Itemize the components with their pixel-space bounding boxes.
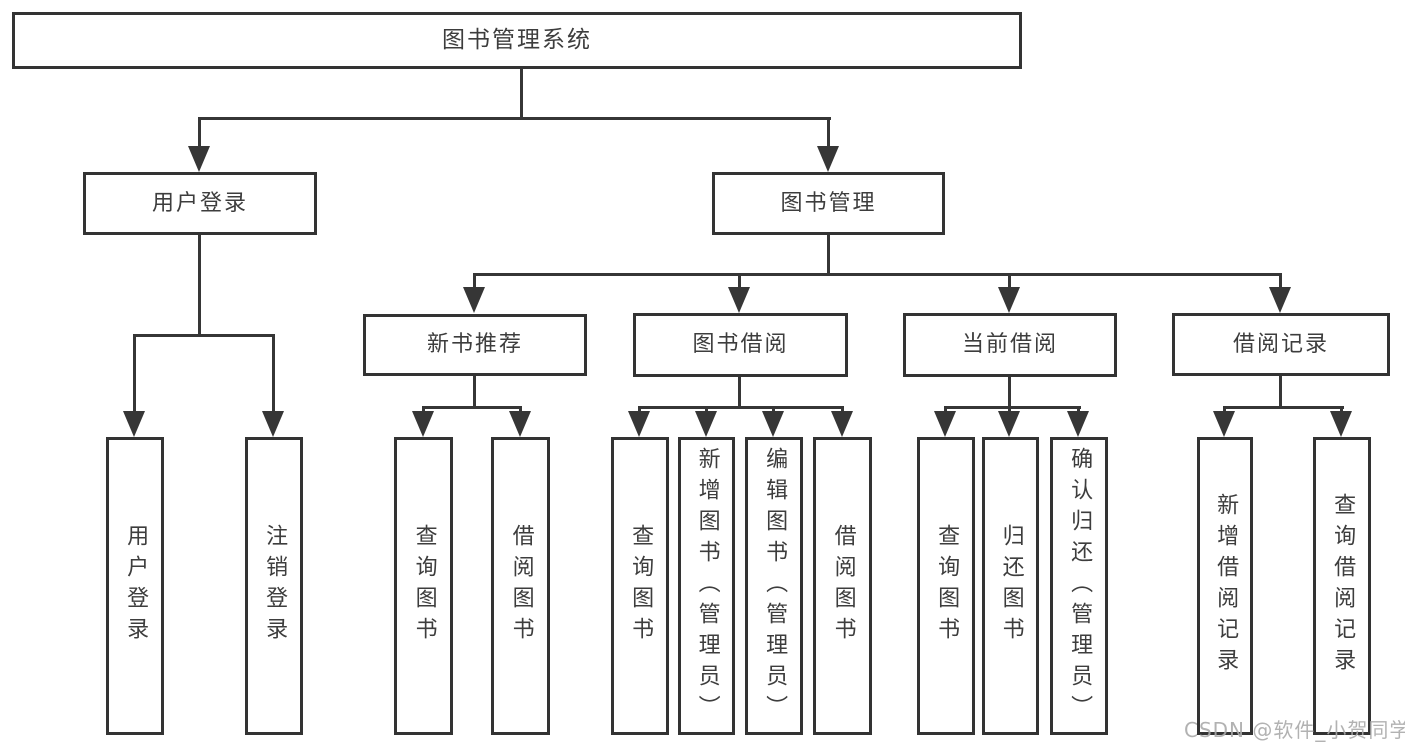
arrow-down-icon bbox=[463, 287, 485, 313]
node-new-book-recommend: 新书推荐 bbox=[363, 314, 587, 376]
connector-line bbox=[1279, 273, 1282, 291]
arrow-down-icon bbox=[188, 146, 210, 172]
node-label: 图书管理系统 bbox=[442, 27, 592, 53]
node-user-login: 用户登录 bbox=[83, 172, 317, 235]
leaf-query-borrow-record: 查询借阅记录 bbox=[1313, 437, 1371, 735]
connector-line bbox=[944, 406, 947, 414]
node-label: 当前借阅 bbox=[961, 332, 1058, 357]
connector-line bbox=[1008, 377, 1011, 409]
node-label: 查询图书 bbox=[934, 524, 960, 648]
leaf-edit-book-admin: 编辑图书（管理员） bbox=[745, 437, 803, 735]
arrow-down-icon bbox=[762, 411, 784, 437]
connector-line bbox=[473, 376, 476, 409]
arrow-down-icon bbox=[1067, 411, 1089, 437]
connector-line bbox=[1340, 406, 1343, 414]
connector-line bbox=[772, 406, 775, 414]
leaf-logout: 注销登录 bbox=[245, 437, 303, 735]
connector-line bbox=[827, 117, 830, 149]
arrow-down-icon bbox=[695, 411, 717, 437]
connector-line bbox=[198, 117, 201, 149]
leaf-borrow-book: 借阅图书 bbox=[813, 437, 872, 735]
connector-line bbox=[473, 273, 1282, 276]
connector-line bbox=[1223, 406, 1226, 414]
leaf-confirm-return-admin: 确认归还（管理员） bbox=[1050, 437, 1108, 735]
connector-line bbox=[520, 68, 523, 120]
connector-line bbox=[841, 406, 844, 414]
arrow-down-icon bbox=[998, 411, 1020, 437]
connector-line bbox=[198, 235, 201, 337]
connector-line bbox=[1077, 406, 1080, 414]
connector-line bbox=[198, 117, 831, 120]
arrow-down-icon bbox=[728, 287, 750, 313]
node-label: 归还图书 bbox=[998, 524, 1024, 648]
connector-line bbox=[738, 273, 741, 291]
node-label: 借阅记录 bbox=[1232, 331, 1329, 357]
node-book-management: 图书管理 bbox=[712, 172, 945, 235]
leaf-add-borrow-record: 新增借阅记录 bbox=[1197, 437, 1253, 735]
node-label: 借阅图书 bbox=[830, 524, 856, 648]
leaf-borrow-book-recommend: 借阅图书 bbox=[491, 437, 550, 735]
connector-line bbox=[944, 406, 1081, 409]
node-borrow-records: 借阅记录 bbox=[1172, 313, 1390, 376]
arrow-down-icon bbox=[1330, 411, 1352, 437]
connector-line bbox=[738, 377, 741, 409]
node-label: 新增借阅记录 bbox=[1213, 493, 1239, 679]
node-current-borrow: 当前借阅 bbox=[903, 313, 1117, 377]
node-label: 查询借阅记录 bbox=[1330, 493, 1356, 679]
node-label: 新书推荐 bbox=[426, 332, 523, 357]
arrow-down-icon bbox=[412, 411, 434, 437]
arrow-down-icon bbox=[998, 287, 1020, 313]
connector-line bbox=[827, 235, 830, 276]
node-label: 编辑图书（管理员） bbox=[762, 446, 788, 726]
node-label: 确认归还（管理员） bbox=[1067, 446, 1093, 726]
connector-line bbox=[1008, 273, 1011, 291]
leaf-user-login: 用户登录 bbox=[106, 437, 164, 735]
node-label: 查询图书 bbox=[628, 524, 654, 648]
connector-line bbox=[1223, 406, 1344, 409]
connector-line bbox=[1008, 406, 1011, 414]
arrow-down-icon bbox=[1269, 287, 1291, 313]
connector-line bbox=[422, 406, 522, 409]
connector-line bbox=[519, 406, 522, 414]
arrow-down-icon bbox=[262, 411, 284, 437]
node-label: 注销登录 bbox=[262, 524, 288, 648]
leaf-query-book-recommend: 查询图书 bbox=[394, 437, 453, 735]
arrow-down-icon bbox=[628, 411, 650, 437]
arrow-down-icon bbox=[831, 411, 853, 437]
connector-line bbox=[133, 334, 275, 337]
node-label: 图书借阅 bbox=[692, 332, 789, 357]
node-label: 新增图书（管理员） bbox=[694, 446, 720, 726]
leaf-return-book: 归还图书 bbox=[982, 437, 1039, 735]
arrow-down-icon bbox=[123, 411, 145, 437]
arrow-down-icon bbox=[934, 411, 956, 437]
node-label: 查询图书 bbox=[411, 524, 437, 648]
leaf-add-book-admin: 新增图书（管理员） bbox=[678, 437, 735, 735]
connector-line bbox=[1279, 376, 1282, 409]
node-root-library-management-system: 图书管理系统 bbox=[12, 12, 1022, 69]
node-label: 借阅图书 bbox=[508, 524, 534, 648]
connector-line bbox=[705, 406, 708, 414]
connector-line bbox=[272, 334, 275, 414]
node-label: 图书管理 bbox=[780, 190, 877, 216]
arrow-down-icon bbox=[817, 146, 839, 172]
node-label: 用户登录 bbox=[151, 190, 248, 216]
csdn-watermark: CSDN @软件_小贺同学 bbox=[1184, 718, 1405, 742]
connector-line bbox=[638, 406, 844, 409]
connector-line bbox=[133, 334, 136, 414]
arrow-down-icon bbox=[1213, 411, 1235, 437]
connector-line bbox=[473, 273, 476, 291]
node-book-borrow: 图书借阅 bbox=[633, 313, 848, 377]
connector-line bbox=[638, 406, 641, 414]
arrow-down-icon bbox=[509, 411, 531, 437]
leaf-query-book-current: 查询图书 bbox=[917, 437, 975, 735]
node-label: 用户登录 bbox=[123, 524, 149, 648]
leaf-query-book-borrow: 查询图书 bbox=[611, 437, 669, 735]
connector-line bbox=[422, 406, 425, 414]
